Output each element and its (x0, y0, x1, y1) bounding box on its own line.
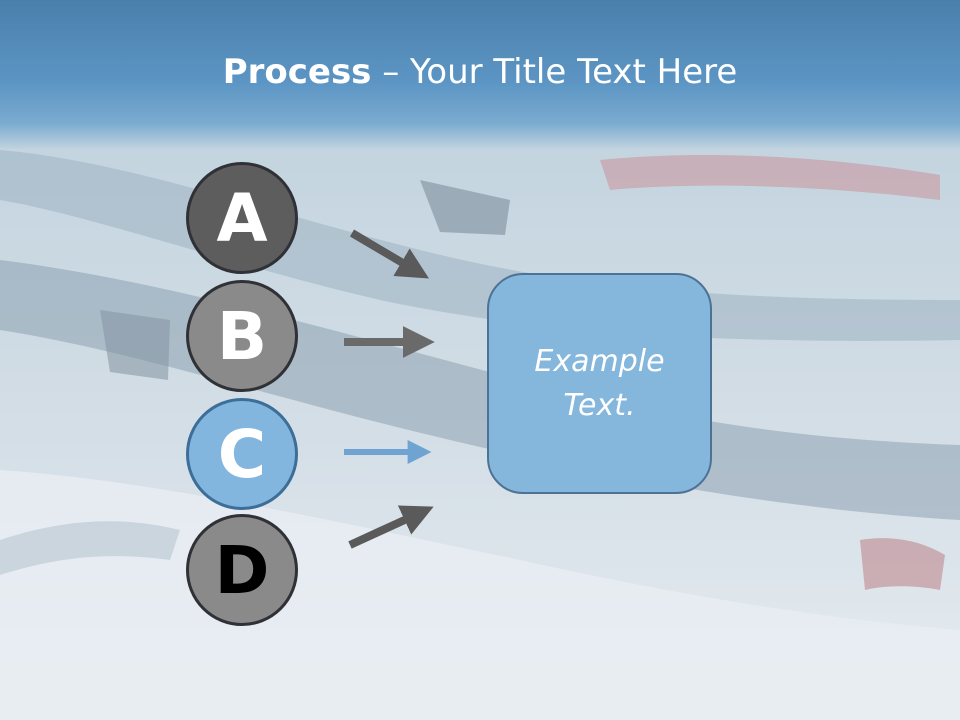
step-circle-c: C (186, 398, 298, 510)
title-bold-part: Process (222, 52, 372, 92)
slide-title: Process – Your Title Text Here (0, 52, 960, 92)
step-circle-a: A (186, 162, 298, 274)
step-circle-b: B (186, 280, 298, 392)
arrow-a (349, 229, 430, 279)
step-letter-b: B (216, 297, 268, 375)
title-rest-part: – Your Title Text Here (371, 52, 738, 92)
example-text-box: Example Text. (487, 273, 712, 494)
step-letter-c: C (217, 415, 267, 493)
arrow-d (348, 505, 434, 549)
step-circle-d: D (186, 514, 298, 626)
step-letter-d: D (214, 531, 270, 609)
example-text: Example Text. (534, 344, 665, 423)
step-letter-a: A (216, 179, 268, 257)
title-bar: Process – Your Title Text Here (0, 0, 960, 150)
